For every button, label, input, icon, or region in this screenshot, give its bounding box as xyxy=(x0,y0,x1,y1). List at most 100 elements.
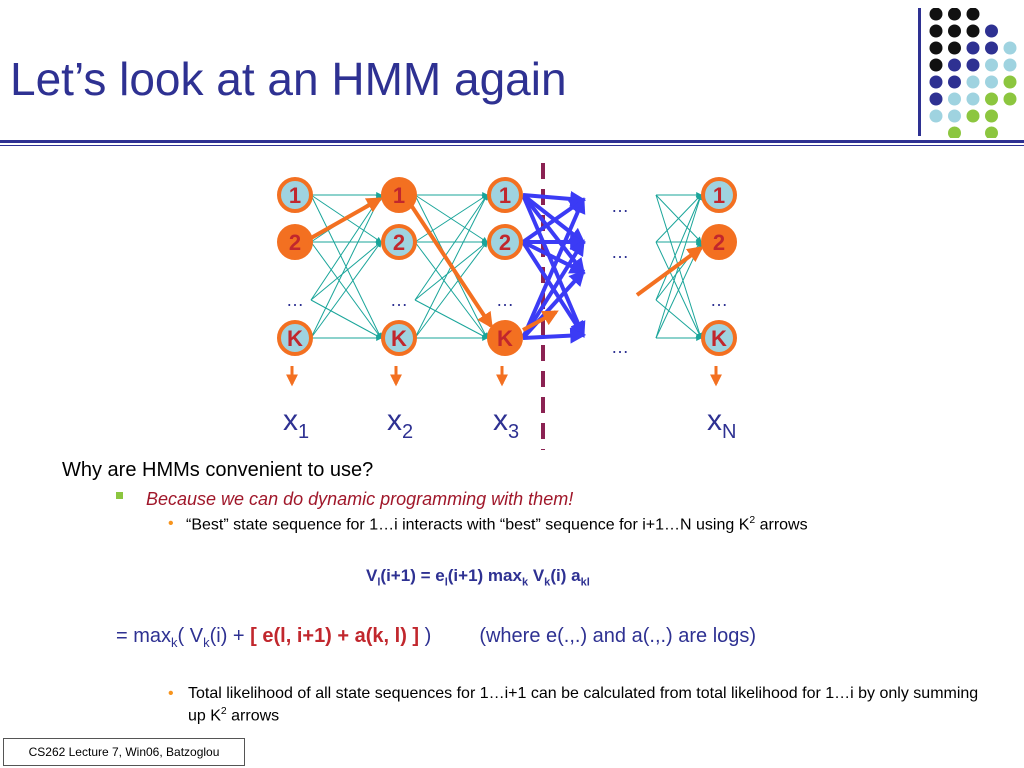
state-label: 1 xyxy=(713,183,725,208)
footer-label: CS262 Lecture 7, Win06, Batzoglou xyxy=(3,738,245,766)
decor-dot xyxy=(948,75,961,89)
emission-subscript: 3 xyxy=(508,421,519,443)
best-path-arrow xyxy=(522,310,559,332)
decor-dot xyxy=(985,75,998,89)
decor-dot xyxy=(966,92,980,106)
emission-subscript: 1 xyxy=(298,421,309,443)
state-label: 2 xyxy=(713,230,725,255)
state-node xyxy=(487,177,523,213)
transition-edge xyxy=(414,241,488,301)
transition-edge xyxy=(655,194,702,243)
decor-dot xyxy=(929,8,943,21)
emission-label: x2 xyxy=(387,404,413,443)
decor-dot xyxy=(929,58,943,72)
state-ellipsis: … xyxy=(496,290,514,310)
decor-dot xyxy=(1003,58,1017,72)
transition-edge xyxy=(655,299,702,339)
transition-edges xyxy=(310,192,703,341)
state-label: K xyxy=(391,326,407,351)
blue-arrow xyxy=(522,327,587,344)
question-text: Why are HMMs convenient to use? xyxy=(62,459,374,481)
decor-dot xyxy=(948,58,961,72)
decor-dot xyxy=(966,58,980,72)
best-path-arrow xyxy=(635,246,704,297)
decor-dot-grid xyxy=(929,8,1017,138)
transition-edge xyxy=(310,241,382,301)
decor-dot xyxy=(985,92,998,106)
best-path-arrows xyxy=(310,190,704,344)
decor-dot xyxy=(948,41,961,55)
decor-dot xyxy=(929,92,943,106)
emission-label: xN xyxy=(707,404,736,443)
state-label: K xyxy=(711,326,727,351)
state-node xyxy=(381,320,417,356)
decor-dot xyxy=(966,109,980,123)
title-rule-thin xyxy=(0,145,1024,146)
state-label: K xyxy=(497,326,513,351)
decor-dots xyxy=(929,8,1017,138)
state-label: 2 xyxy=(393,230,405,255)
decor-dot xyxy=(1003,41,1017,55)
state-node xyxy=(487,320,523,356)
decor-dot xyxy=(1003,92,1017,106)
transition-edge xyxy=(310,193,382,339)
answer-text: Because we can do dynamic programming wi… xyxy=(146,489,574,509)
log-recurrence: = maxk( Vk(i) + [ e(l, i+1) + a(k, l) ] … xyxy=(116,625,757,650)
emission-label: x1 xyxy=(283,404,309,443)
decor-dot xyxy=(966,24,980,38)
emission-subscript: 2 xyxy=(402,421,413,443)
state-node xyxy=(701,224,737,260)
state-node xyxy=(277,320,313,356)
state-node xyxy=(701,320,737,356)
emission-label: x3 xyxy=(493,404,519,443)
decor-dot xyxy=(929,24,943,38)
decor-dot xyxy=(985,126,998,138)
state-label: 1 xyxy=(393,183,405,208)
best-path-arrow xyxy=(409,203,493,329)
decor-dot xyxy=(985,41,998,55)
transition-edge xyxy=(414,194,489,243)
decor-dot xyxy=(929,75,943,89)
middle-ellipsis: … xyxy=(611,196,629,216)
state-node xyxy=(487,224,523,260)
transition-edge xyxy=(655,193,702,301)
blue-arrow xyxy=(521,269,586,340)
title-rule xyxy=(0,140,1024,143)
slide-body: Why are HMMs convenient to use? Because … xyxy=(0,454,1024,734)
square-bullet-icon xyxy=(116,492,123,499)
state-node xyxy=(381,177,417,213)
decor-dot xyxy=(948,126,961,138)
blue-arrow xyxy=(521,197,586,339)
decor-dot xyxy=(985,24,998,38)
decor-dot xyxy=(966,41,980,55)
transition-edge xyxy=(310,194,382,301)
state-node xyxy=(277,177,313,213)
state-label: 1 xyxy=(289,183,301,208)
decor-dot xyxy=(948,24,961,38)
state-node xyxy=(701,177,737,213)
point-total-likelihood: Total likelihood of all state sequences … xyxy=(188,685,979,725)
decor-vertical-bar xyxy=(918,8,921,136)
decor-dot xyxy=(929,41,943,55)
dot-bullet-icon: • xyxy=(168,515,174,532)
dot-bullet-icon: • xyxy=(168,685,174,702)
transition-edge xyxy=(414,241,488,339)
emission-subscript: N xyxy=(722,421,736,443)
transition-edge xyxy=(310,299,383,339)
decor-dot xyxy=(948,8,961,21)
decor-dot xyxy=(985,109,998,123)
middle-ellipsis: … xyxy=(611,242,629,262)
best-path-arrow xyxy=(310,197,383,240)
blue-arrow xyxy=(522,190,587,207)
state-ellipsis: … xyxy=(710,290,728,310)
decor-dot xyxy=(929,109,943,123)
state-label: 2 xyxy=(499,230,511,255)
state-node xyxy=(277,224,313,260)
state-label: K xyxy=(287,326,303,351)
state-label: 2 xyxy=(289,230,301,255)
decor-dot xyxy=(985,58,998,72)
point-best-sequence: “Best” state sequence for 1…i interacts … xyxy=(186,515,808,534)
transition-edge xyxy=(414,194,488,301)
